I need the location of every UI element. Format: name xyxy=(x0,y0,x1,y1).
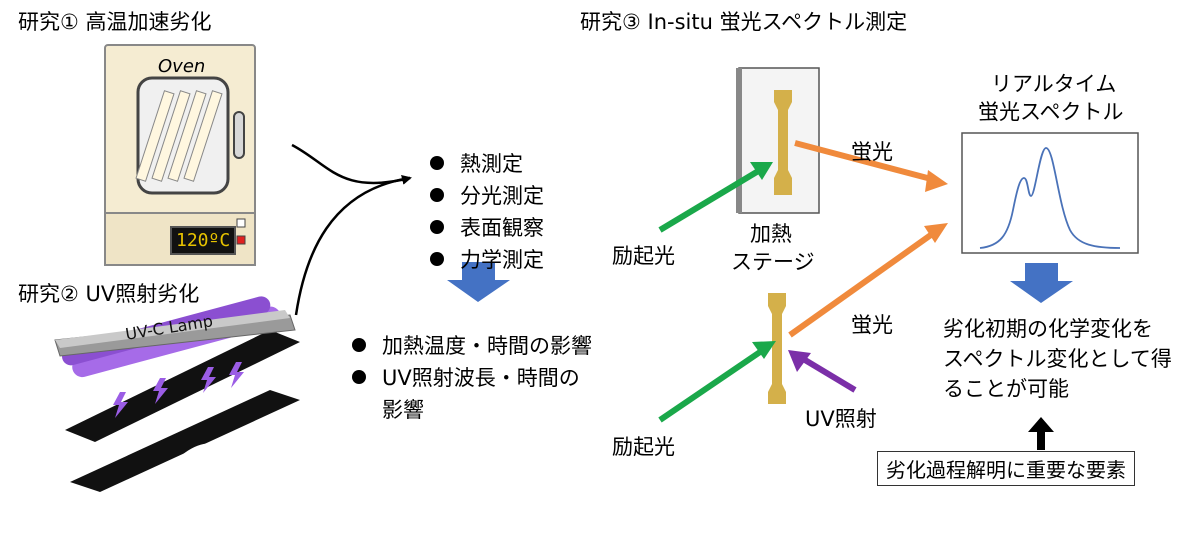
realtime-label-line2: 蛍光スペクトル xyxy=(978,100,1124,124)
effect-item: UV照射波長・時間の xyxy=(352,362,592,394)
bullet-icon xyxy=(430,156,444,170)
excitation-label-top: 励起光 xyxy=(612,244,675,268)
oven-temperature-display: 120ºC xyxy=(170,226,237,255)
down-arrow-results xyxy=(447,262,510,302)
measurement-list: 熱測定 分光測定 表面観察 力学測定 xyxy=(430,148,544,276)
measurement-item: 表面観察 xyxy=(430,212,544,244)
uv-irradiation-label: UV照射 xyxy=(805,407,877,431)
uv-irradiation-arrow xyxy=(788,350,857,393)
study1-title: 研究① 高温加速劣化 xyxy=(18,10,212,34)
key-element-box: 劣化過程解明に重要な要素 xyxy=(877,451,1135,486)
conclusion-line: 劣化初期の化学変化を xyxy=(943,317,1153,341)
up-arrow-key xyxy=(1028,417,1054,450)
fluorescence-label-top: 蛍光 xyxy=(851,140,893,164)
fluorescence-arrows xyxy=(788,140,948,338)
conclusion-line: ることが可能 xyxy=(943,377,1069,401)
effect-item: 影響 xyxy=(382,398,424,422)
uv-lamp-illustration xyxy=(54,296,300,492)
study2-title: 研究② UV照射劣化 xyxy=(18,282,200,306)
bullet-icon xyxy=(430,252,444,266)
excitation-arrows xyxy=(658,162,776,423)
measurement-item: 力学測定 xyxy=(430,244,544,276)
effects-list: 加熱温度・時間の影響 UV照射波長・時間の 影響 xyxy=(352,330,592,426)
specimen-bottom xyxy=(768,293,786,404)
heating-stage xyxy=(736,67,820,214)
stage-label-line1: 加熱 xyxy=(750,222,792,246)
spectrum-plot xyxy=(961,132,1139,254)
measurement-item: 熱測定 xyxy=(430,148,544,180)
stage-label-line2: ステージ xyxy=(731,250,815,274)
measurement-item: 分光測定 xyxy=(430,180,544,212)
conclusion-line: スペクトル変化として得 xyxy=(943,347,1172,371)
down-arrow-conclusion xyxy=(1010,263,1073,303)
study3-title: 研究③ In-situ 蛍光スペクトル測定 xyxy=(580,10,908,34)
bullet-icon xyxy=(352,338,366,352)
excitation-label-bottom: 励起光 xyxy=(612,435,675,459)
conclusion-text: 劣化初期の化学変化を スペクトル変化として得 ることが可能 xyxy=(943,314,1172,404)
bullet-icon xyxy=(430,220,444,234)
effect-item: 加熱温度・時間の影響 xyxy=(352,330,592,362)
realtime-label-line1: リアルタイム xyxy=(991,72,1117,96)
fluorescence-label-bottom: 蛍光 xyxy=(851,313,893,337)
bullet-icon xyxy=(352,370,366,384)
bullet-icon xyxy=(430,188,444,202)
oven-label: Oven xyxy=(158,56,206,77)
